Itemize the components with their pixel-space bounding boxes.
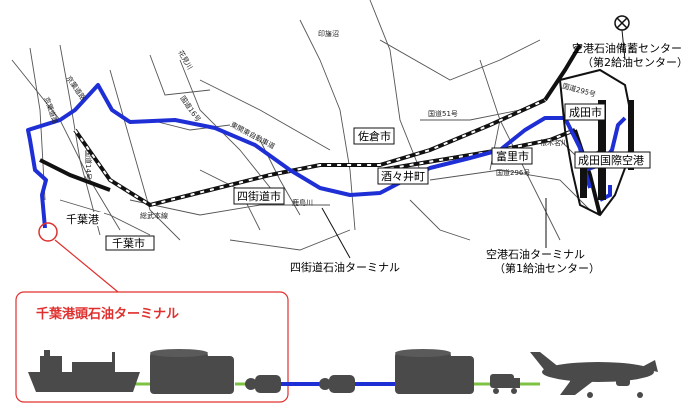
airport-terminal-line1: 空港石油ターミナル bbox=[486, 247, 585, 261]
road-label-national-51: 国道51号 bbox=[428, 109, 458, 118]
place-chiba-city: 千葉市 bbox=[112, 236, 145, 250]
road-label-national-296: 国道296号 bbox=[496, 168, 530, 177]
place-yotsukaido: 四街道市 bbox=[237, 189, 281, 203]
place-chiba-port: 千葉港 bbox=[66, 212, 99, 226]
pig-device-icon-2 bbox=[319, 375, 355, 393]
place-labels: 佐倉市 酒々井町 富里市 成田市 成田国際空港 四街道市 千葉港 千葉市 bbox=[64, 103, 651, 251]
tanker-ship-icon bbox=[28, 350, 140, 392]
airport-terminal-line2: （第1給油センター） bbox=[494, 261, 600, 275]
place-sakura: 佐倉市 bbox=[358, 129, 391, 143]
road-label-sobu: 総武本線 bbox=[140, 211, 168, 220]
inset-title: 千葉港頭石油ターミナル bbox=[36, 306, 179, 322]
road-label-neri: 根木名川 bbox=[540, 138, 568, 147]
road-label-keiyo-2: 京葉道路 bbox=[42, 96, 60, 125]
storage-tank-icon bbox=[150, 349, 234, 394]
place-shisui: 酒々井町 bbox=[381, 169, 425, 183]
road-label-national-14: 国道14号 bbox=[84, 150, 93, 180]
pipeline-route bbox=[26, 83, 592, 229]
flow-diagram bbox=[28, 349, 658, 398]
place-tomisato: 富里市 bbox=[496, 149, 529, 163]
tank-truck-icon bbox=[490, 374, 520, 394]
facility-callouts: 空港石油備蓄センター （第2給油センター） 空港石油ターミナル （第1給油センタ… bbox=[290, 41, 688, 275]
no-entry-icon bbox=[614, 15, 630, 61]
pig-device-icon bbox=[245, 375, 281, 393]
road-label-hanamigawa: 花見川 bbox=[176, 49, 194, 72]
storage-center-line1: 空港石油備蓄センター bbox=[572, 41, 682, 55]
airplane-icon bbox=[530, 352, 658, 398]
inset-pointer bbox=[54, 239, 119, 293]
chiba-port-marker bbox=[38, 222, 58, 242]
road-label-inba: 印旛沼 bbox=[318, 29, 339, 38]
storage-center-line2: （第2給油センター） bbox=[582, 55, 688, 69]
place-narita-airport: 成田国際空港 bbox=[578, 153, 644, 167]
road-label-national-295: 国道295号 bbox=[561, 81, 597, 99]
road-label-kashima: 鹿島川 bbox=[292, 198, 313, 207]
storage-tank-icon-2 bbox=[395, 349, 474, 394]
airport-area bbox=[558, 68, 634, 217]
yotsukaido-terminal-label: 四街道石油ターミナル bbox=[290, 260, 400, 274]
place-narita: 成田市 bbox=[569, 105, 602, 119]
